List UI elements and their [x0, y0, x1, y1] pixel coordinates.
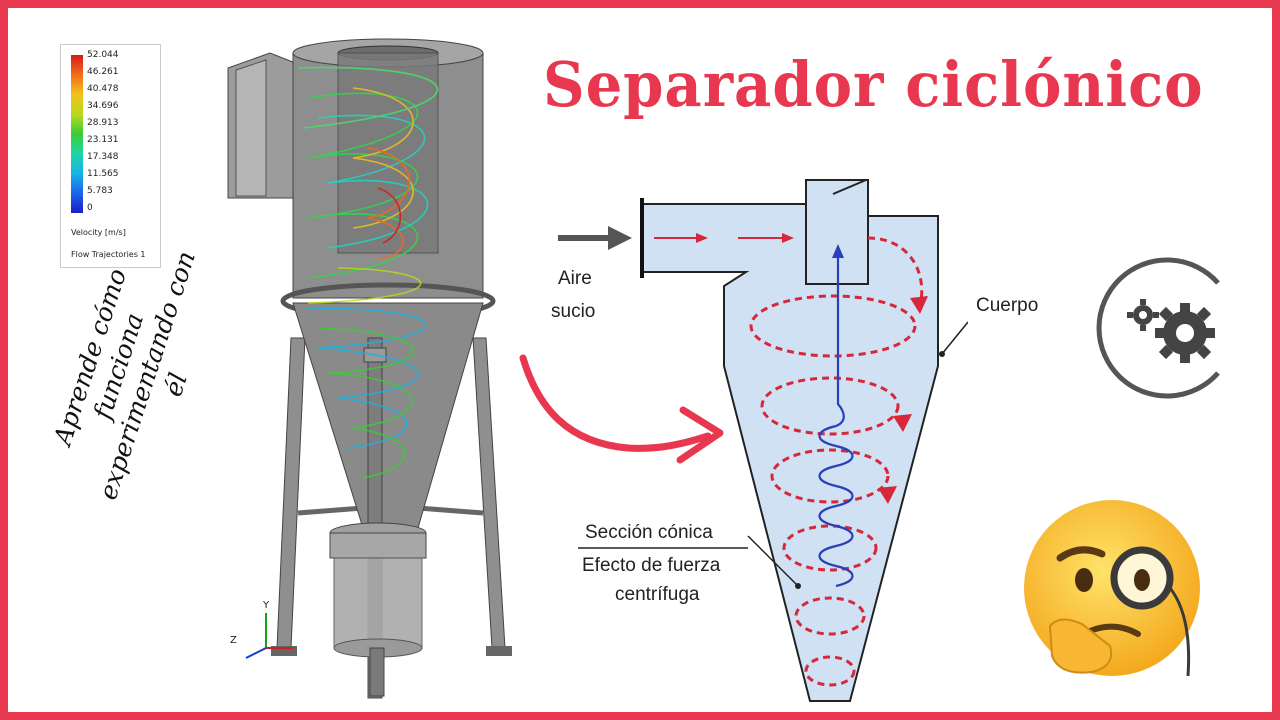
cyclone-schematic: [558, 179, 968, 702]
label-sucio: sucio: [551, 301, 596, 322]
legend-colorbar: [71, 55, 83, 213]
legend-tick: 28.913: [87, 118, 119, 128]
red-curved-arrow: [519, 354, 724, 464]
gears-icon: [1096, 257, 1220, 399]
legend-tick: 11.565: [87, 169, 119, 179]
legend-tick: 34.696: [87, 101, 119, 111]
legend-tick: 52.044: [87, 50, 119, 60]
page-title: Separador ciclónico: [543, 48, 1204, 121]
legend-name: Flow Trajectories 1: [71, 250, 146, 259]
legend-tick: 46.261: [87, 67, 119, 77]
label-efecto: Efecto de fuerza: [582, 555, 721, 576]
legend-tick: 5.783: [87, 186, 113, 196]
legend-tick: 0: [87, 203, 93, 213]
legend-tick: 40.478: [87, 84, 119, 94]
legend-quantity: Velocity [m/s]: [71, 228, 126, 237]
legend-tick: 17.348: [87, 152, 119, 162]
label-cuerpo: Cuerpo: [976, 295, 1039, 316]
label-aire: Aire: [558, 268, 592, 289]
legend-tick: 23.131: [87, 135, 119, 145]
axis-y-label: Y: [262, 600, 270, 611]
axis-z-label: Z: [230, 635, 237, 646]
velocity-legend: 52.044 46.261 40.478 34.696 28.913 23.13…: [60, 44, 161, 268]
label-seccion-conica: Sección cónica: [585, 522, 713, 543]
cyclone-3d-render: Y Z: [227, 38, 512, 699]
thinking-monocle-emoji: [1024, 500, 1200, 677]
label-centrifuga: centrífuga: [615, 584, 700, 605]
